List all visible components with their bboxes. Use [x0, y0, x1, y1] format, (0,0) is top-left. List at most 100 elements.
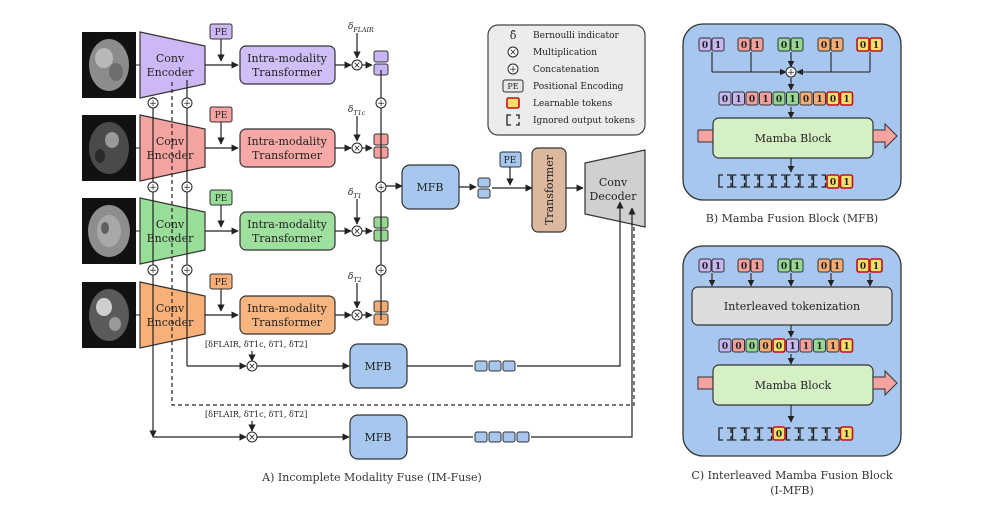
svg-text:×: ×	[353, 144, 361, 154]
mfb-main: MFB	[401, 164, 460, 210]
imfb-input-token: 0	[777, 258, 791, 273]
svg-text:0: 0	[776, 342, 782, 352]
mri-image-flair	[82, 32, 136, 98]
mfb-input-token: 0	[817, 37, 831, 52]
svg-text:Decoder: Decoder	[590, 190, 638, 203]
svg-text:×: ×	[248, 433, 256, 443]
svg-text:+: +	[377, 266, 385, 276]
ignored-output-token	[758, 427, 773, 441]
legend-text: Positional Encoding	[533, 82, 624, 92]
svg-text:+: +	[377, 99, 385, 109]
mfb-main-output-tokens	[477, 177, 491, 199]
mfb-concat-arrows	[711, 52, 871, 91]
svg-text:1: 1	[843, 342, 849, 352]
pe-label: PE	[215, 278, 228, 288]
imfb-input-token: 0	[698, 258, 712, 273]
panel-a-caption: A) Incomplete Modality Fuse (IM-Fuse)	[261, 471, 482, 484]
mfb-input-token: 1	[790, 37, 804, 52]
svg-text:0: 0	[702, 262, 708, 272]
panel-c-caption-2: (I-MFB)	[770, 484, 814, 497]
imfb-sequence-token: 0	[732, 338, 745, 353]
imfb-input-token: 1	[830, 258, 844, 273]
transformer-label-2: Transformer	[252, 316, 323, 329]
legend-token-icon	[506, 97, 520, 109]
svg-text:+: +	[183, 99, 191, 109]
mfb-branch-2: [δFLAIR, δT1c, δT1, δT2] × MFB	[205, 207, 636, 460]
mfb-sequence-token: 0	[772, 91, 786, 106]
svg-text:1: 1	[715, 262, 721, 272]
conv-decoder: Conv Decoder	[584, 149, 646, 228]
transformer-label-2: Transformer	[252, 66, 323, 79]
conv-encoder-label-1: Conv	[156, 135, 185, 148]
svg-text:0: 0	[776, 430, 782, 440]
ignored-output-token	[812, 174, 827, 188]
svg-text:×: ×	[248, 362, 256, 372]
svg-text:1: 1	[816, 95, 822, 105]
transformer-label-2: Transformer	[252, 232, 323, 245]
svg-text:×: ×	[353, 311, 361, 321]
mamba-block-mfb: Mamba Block	[697, 117, 898, 159]
svg-text:[δFLAIR, δT1c, δT1, δT2]: [δFLAIR, δT1c, δT1, δT2]	[205, 410, 307, 419]
svg-text:1: 1	[843, 95, 849, 105]
legend-item-3: PE Positional Encoding	[502, 79, 624, 93]
delta-label-0: δFLAIR	[348, 22, 374, 34]
imfb-input-arrows	[708, 273, 874, 287]
svg-text:0: 0	[741, 41, 747, 51]
mfb-input-token: 1	[830, 37, 844, 52]
svg-text:0: 0	[821, 262, 827, 272]
svg-text:1: 1	[754, 41, 760, 51]
mfb-input-token: 0	[737, 37, 751, 52]
delta-label-2: δT1	[348, 188, 362, 200]
svg-text:MFB: MFB	[417, 181, 444, 194]
delta-label-3: δT2	[348, 272, 362, 284]
mfb-sequence-token: 1	[786, 91, 799, 106]
svg-text:0: 0	[860, 41, 866, 51]
transformer-label-2: Transformer	[252, 149, 323, 162]
encoder-concat-lines	[149, 80, 638, 441]
svg-text:0: 0	[781, 262, 787, 272]
imfb-sequence-token: 0	[745, 338, 759, 353]
legend-item-0: δ̃Bernoulli indicator	[510, 29, 620, 42]
encoder-concat-ops: + + + + + +	[147, 97, 193, 276]
modality-branch-2: ConvEncoderPEIntra-modalityTransformer×δ…	[136, 188, 389, 265]
svg-text:1: 1	[789, 95, 795, 105]
imfb-sequence-token: 1	[826, 338, 840, 353]
pe-label: PE	[215, 111, 228, 121]
ignored-output-token	[718, 174, 732, 188]
svg-text:1: 1	[873, 41, 879, 51]
ignored-output-token	[785, 174, 800, 188]
mri-image-t1c	[82, 115, 136, 181]
ignored-output-token	[812, 427, 827, 441]
conv-encoder-label-2: Encoder	[147, 232, 194, 245]
conv-encoder-label-2: Encoder	[147, 149, 194, 162]
mfb-sequence-token: 1	[732, 91, 745, 106]
svg-text:0: 0	[722, 95, 728, 105]
imfb-sequence-token: 0	[772, 338, 786, 353]
mri-image-t2	[82, 282, 136, 348]
svg-text:0: 0	[702, 41, 708, 51]
legend-item-4: Learnable tokens	[506, 97, 613, 109]
mfb-input-token: 0	[856, 37, 870, 52]
imfb-sequence-token: 1	[799, 338, 813, 353]
modality-branch-1: ConvEncoderPEIntra-modalityTransformer×δ…	[136, 105, 389, 182]
svg-text:Conv: Conv	[599, 176, 628, 189]
legend-item-5: Ignored output tokens	[506, 114, 635, 126]
svg-text:[δFLAIR, δT1c, δT1, δT2]: [δFLAIR, δT1c, δT1, δT2]	[205, 340, 307, 349]
conv-encoder-label-1: Conv	[156, 302, 185, 315]
svg-text:1: 1	[834, 41, 840, 51]
mfb-input-token: 1	[711, 37, 725, 52]
imfb-input-token: 1	[750, 258, 764, 273]
mfb-input-token: 1	[750, 37, 764, 52]
legend-symbol: PE	[507, 82, 518, 91]
imfb-input-token: 0	[737, 258, 751, 273]
svg-text:0: 0	[735, 342, 741, 352]
legend-symbol: ×	[509, 48, 517, 58]
legend-item-2: +Concatenation	[507, 63, 600, 75]
svg-text:+: +	[149, 266, 157, 276]
panel-im-fuse: ConvEncoderPEIntra-modalityTransformer×δ…	[82, 22, 646, 484]
svg-text:1: 1	[762, 95, 768, 105]
interleaved-tokenization: Interleaved tokenization	[691, 286, 893, 326]
mfb-sequence-token: 0	[745, 91, 759, 106]
